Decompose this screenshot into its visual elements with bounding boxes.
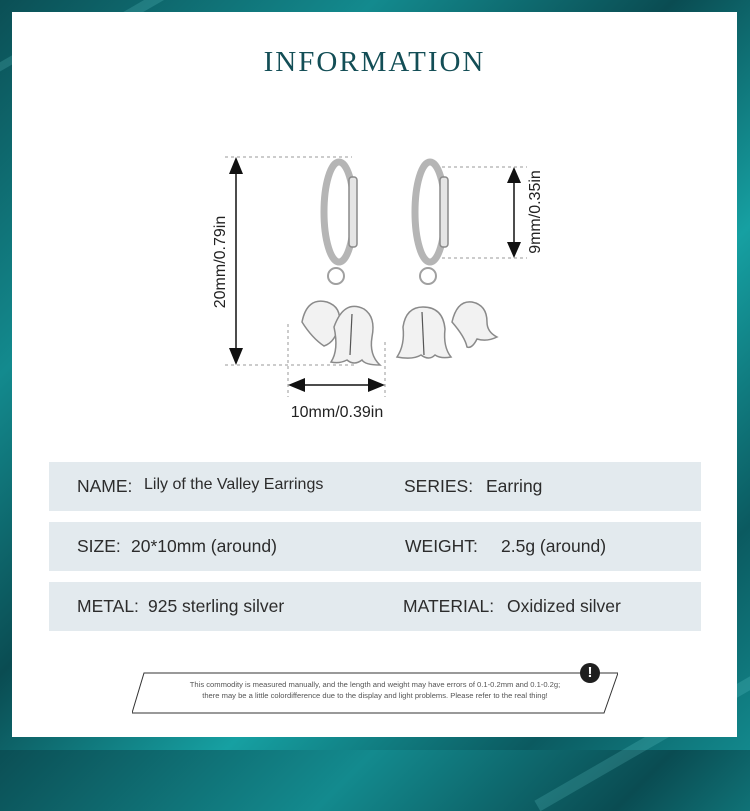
info-panel: INFORMATION 20mm/0.79in 9mm/0.35in 10mm (12, 12, 737, 737)
hoop-dimension-arrow (507, 167, 521, 258)
name-value: Lily of the Valley Earrings (144, 476, 324, 493)
spec-row-size: SIZE: 20*10mm (around) WEIGHT: 2.5g (aro… (49, 522, 701, 571)
material-value: Oxidized silver (507, 596, 621, 616)
weight-label: WEIGHT: (405, 536, 478, 556)
right-earring (395, 158, 499, 359)
metal-value: 925 sterling silver (148, 596, 285, 616)
exclamation-icon: ! (580, 663, 600, 683)
height-label: 20mm/0.79in (212, 216, 229, 309)
material-label: MATERIAL: (403, 596, 495, 616)
weight-value: 2.5g (around) (501, 536, 607, 556)
metal-label: METAL: (77, 596, 139, 616)
page-title: INFORMATION (263, 46, 486, 78)
height-dimension-arrow (229, 157, 243, 365)
spec-row-metal: METAL: 925 sterling silver MATERIAL: Oxi… (49, 582, 701, 631)
width-label: 10mm/0.39in (291, 404, 384, 421)
series-label: SERIES: (404, 476, 474, 496)
left-earring (301, 158, 382, 366)
notice-text: This commodity is measured manually, and… (189, 680, 561, 700)
hoop-label: 9mm/0.35in (527, 170, 544, 254)
width-dimension-arrow (288, 378, 385, 392)
earring-dimension-diagram: 20mm/0.79in 9mm/0.35in 10mm/0.39in (212, 156, 544, 421)
measurement-notice: This commodity is measured manually, and… (132, 670, 618, 716)
spec-row-name: NAME: Lily of the Valley Earrings SERIES… (49, 462, 701, 511)
series-value: Earring (486, 476, 543, 496)
name-label: NAME: (77, 476, 133, 496)
size-label: SIZE: (77, 536, 121, 556)
size-value: 20*10mm (around) (131, 536, 277, 556)
